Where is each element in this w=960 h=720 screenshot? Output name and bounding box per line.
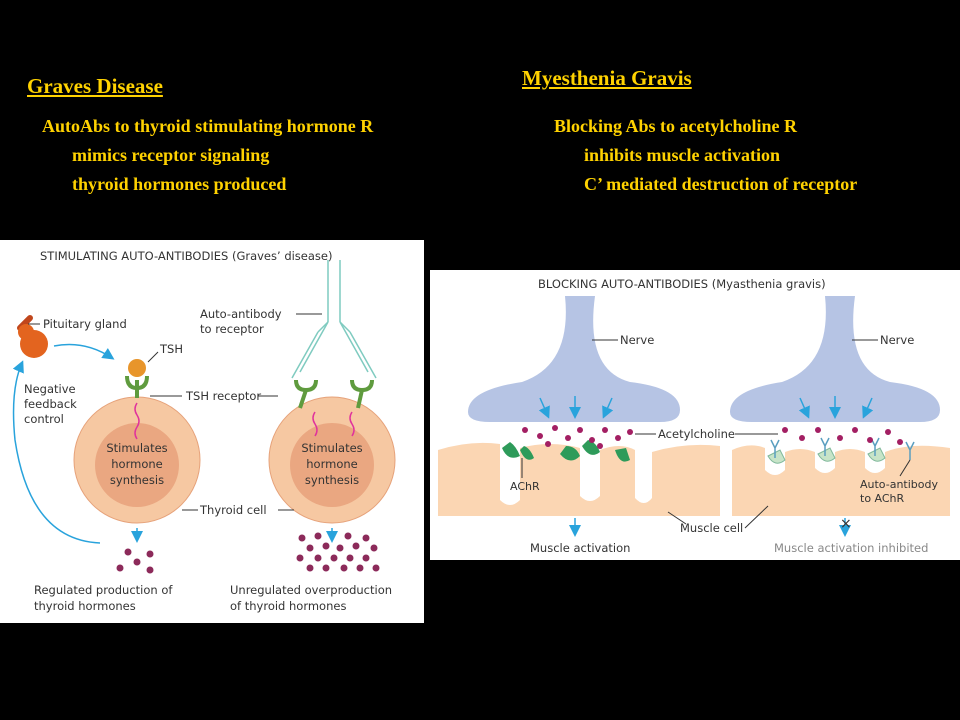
mg-figure-title: BLOCKING AUTO-ANTIBODIES (Myasthenia gra… — [538, 277, 826, 291]
signal-left-icon — [134, 402, 140, 440]
acetylcholine-dots — [522, 425, 903, 449]
nerve-left-label: Nerve — [620, 333, 654, 347]
muscle-cell-right-icon — [732, 445, 950, 516]
pituitary-label: Pituitary gland — [43, 317, 127, 331]
stimulates-left-2: hormone — [111, 457, 162, 471]
unregulated-line-2: of thyroid hormones — [230, 599, 346, 613]
graves-figure: STIMULATING AUTO-ANTIBODIES (Graves’ dis… — [0, 240, 424, 623]
blocked-receptors — [767, 447, 886, 464]
achr-receptors — [502, 440, 630, 462]
tsh-receptor-icon — [125, 375, 149, 398]
mg-diagram: BLOCKING AUTO-ANTIBODIES (Myasthenia gra… — [438, 277, 950, 555]
ach-release-arrows — [538, 396, 874, 419]
signal-right-b-icon — [349, 411, 355, 437]
autoab-achr-label-1: Auto-antibody — [860, 478, 938, 491]
autoab-label-1: Auto-antibody — [200, 307, 282, 321]
graves-line-2: mimics receptor signaling — [72, 145, 270, 165]
stimulates-left-3: synthesis — [110, 473, 164, 487]
autoab-label-2: to receptor — [200, 322, 264, 336]
regulated-line-2: thyroid hormones — [34, 599, 136, 613]
thyroid-cell-label: Thyroid cell — [199, 503, 267, 517]
feedback-line-3: control — [24, 412, 64, 426]
stimulates-right-2: hormone — [306, 457, 357, 471]
graves-diagram: STIMULATING AUTO-ANTIBODIES (Graves’ dis… — [12, 249, 396, 613]
activation-label: Muscle activation — [530, 541, 630, 555]
acetylcholine-label: Acetylcholine — [658, 427, 735, 441]
stimulates-right-1: Stimulates — [301, 441, 362, 455]
stimulates-right-3: synthesis — [305, 473, 359, 487]
nerve-right-icon — [730, 296, 940, 422]
stimulates-left-1: Stimulates — [106, 441, 167, 455]
thyroid-cell-left — [73, 396, 201, 524]
achr-label: AChR — [510, 480, 540, 493]
feedback-line-2: feedback — [24, 397, 77, 411]
mg-heading: Myesthenia Gravis — [522, 66, 692, 90]
nerve-right-label: Nerve — [880, 333, 914, 347]
x-mark-icon: × — [840, 516, 852, 532]
mg-line-1: Blocking Abs to acetylcholine R — [554, 116, 798, 136]
mg-line-2: inhibits muscle activation — [584, 145, 781, 165]
inhibited-label: Muscle activation inhibited — [774, 541, 928, 555]
feedback-line-1: Negative — [24, 382, 76, 396]
autoab-achr-label-2: to AChR — [860, 492, 905, 505]
mg-line-3: C’ mediated destruction of receptor — [584, 174, 858, 194]
nerve-left-icon — [468, 296, 680, 422]
signal-right-a-icon — [312, 411, 318, 437]
pituitary-to-tsh-arrow — [53, 343, 115, 360]
thyroid-cell-right — [268, 396, 396, 524]
tsh-label: TSH — [159, 342, 183, 356]
regulated-hormone-dots — [116, 548, 154, 574]
auto-antibody-icon — [291, 260, 377, 409]
muscle-cell-label: Muscle cell — [680, 521, 743, 535]
auto-antibody-achr-icon — [770, 437, 915, 460]
feedback-arrow — [12, 360, 101, 544]
pituitary-gland-icon — [17, 315, 48, 358]
graves-heading: Graves Disease — [27, 74, 163, 98]
graves-line-3: thyroid hormones produced — [72, 174, 287, 194]
graves-line-1: AutoAbs to thyroid stimulating hormone R — [42, 116, 374, 136]
regulated-line-1: Regulated production of — [34, 583, 173, 597]
graves-figure-title: STIMULATING AUTO-ANTIBODIES (Graves’ dis… — [40, 249, 332, 263]
unregulated-hormone-dots — [296, 532, 380, 572]
mg-figure: BLOCKING AUTO-ANTIBODIES (Myasthenia gra… — [430, 270, 960, 560]
tsh-hormone-icon — [128, 359, 146, 377]
tsh-receptor-label: TSH receptor — [185, 389, 261, 403]
unregulated-line-1: Unregulated overproduction — [230, 583, 392, 597]
muscle-cell-left-icon — [438, 442, 720, 516]
